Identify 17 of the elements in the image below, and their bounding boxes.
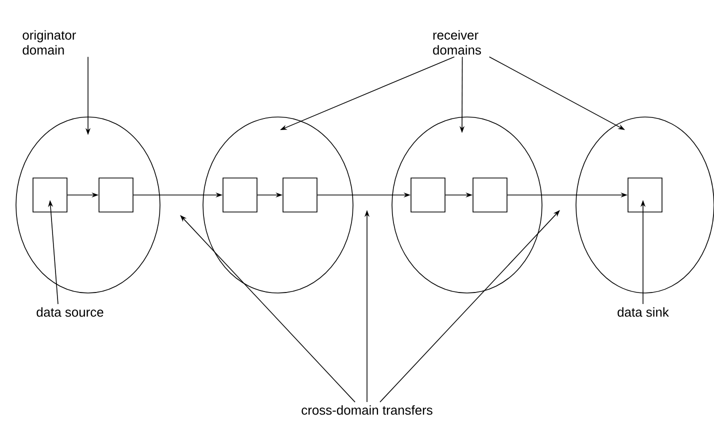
label-text: data source — [36, 307, 104, 317]
domain-ellipse — [202, 116, 354, 294]
arrow — [380, 210, 560, 402]
label-text: cross-domain transfers — [302, 405, 432, 415]
process-box — [32, 178, 68, 212]
arrow — [180, 215, 356, 402]
domain-ellipse — [16, 116, 160, 294]
process-box — [282, 178, 318, 212]
process-box — [472, 178, 508, 212]
label-text: receiver domains — [433, 30, 481, 55]
label-text: data sink — [618, 307, 669, 317]
label-text: originator domain — [22, 30, 76, 55]
process-box — [628, 178, 662, 212]
process-box — [98, 178, 134, 212]
process-box — [222, 178, 258, 212]
domain-ellipse — [392, 116, 542, 294]
process-box — [410, 178, 446, 212]
